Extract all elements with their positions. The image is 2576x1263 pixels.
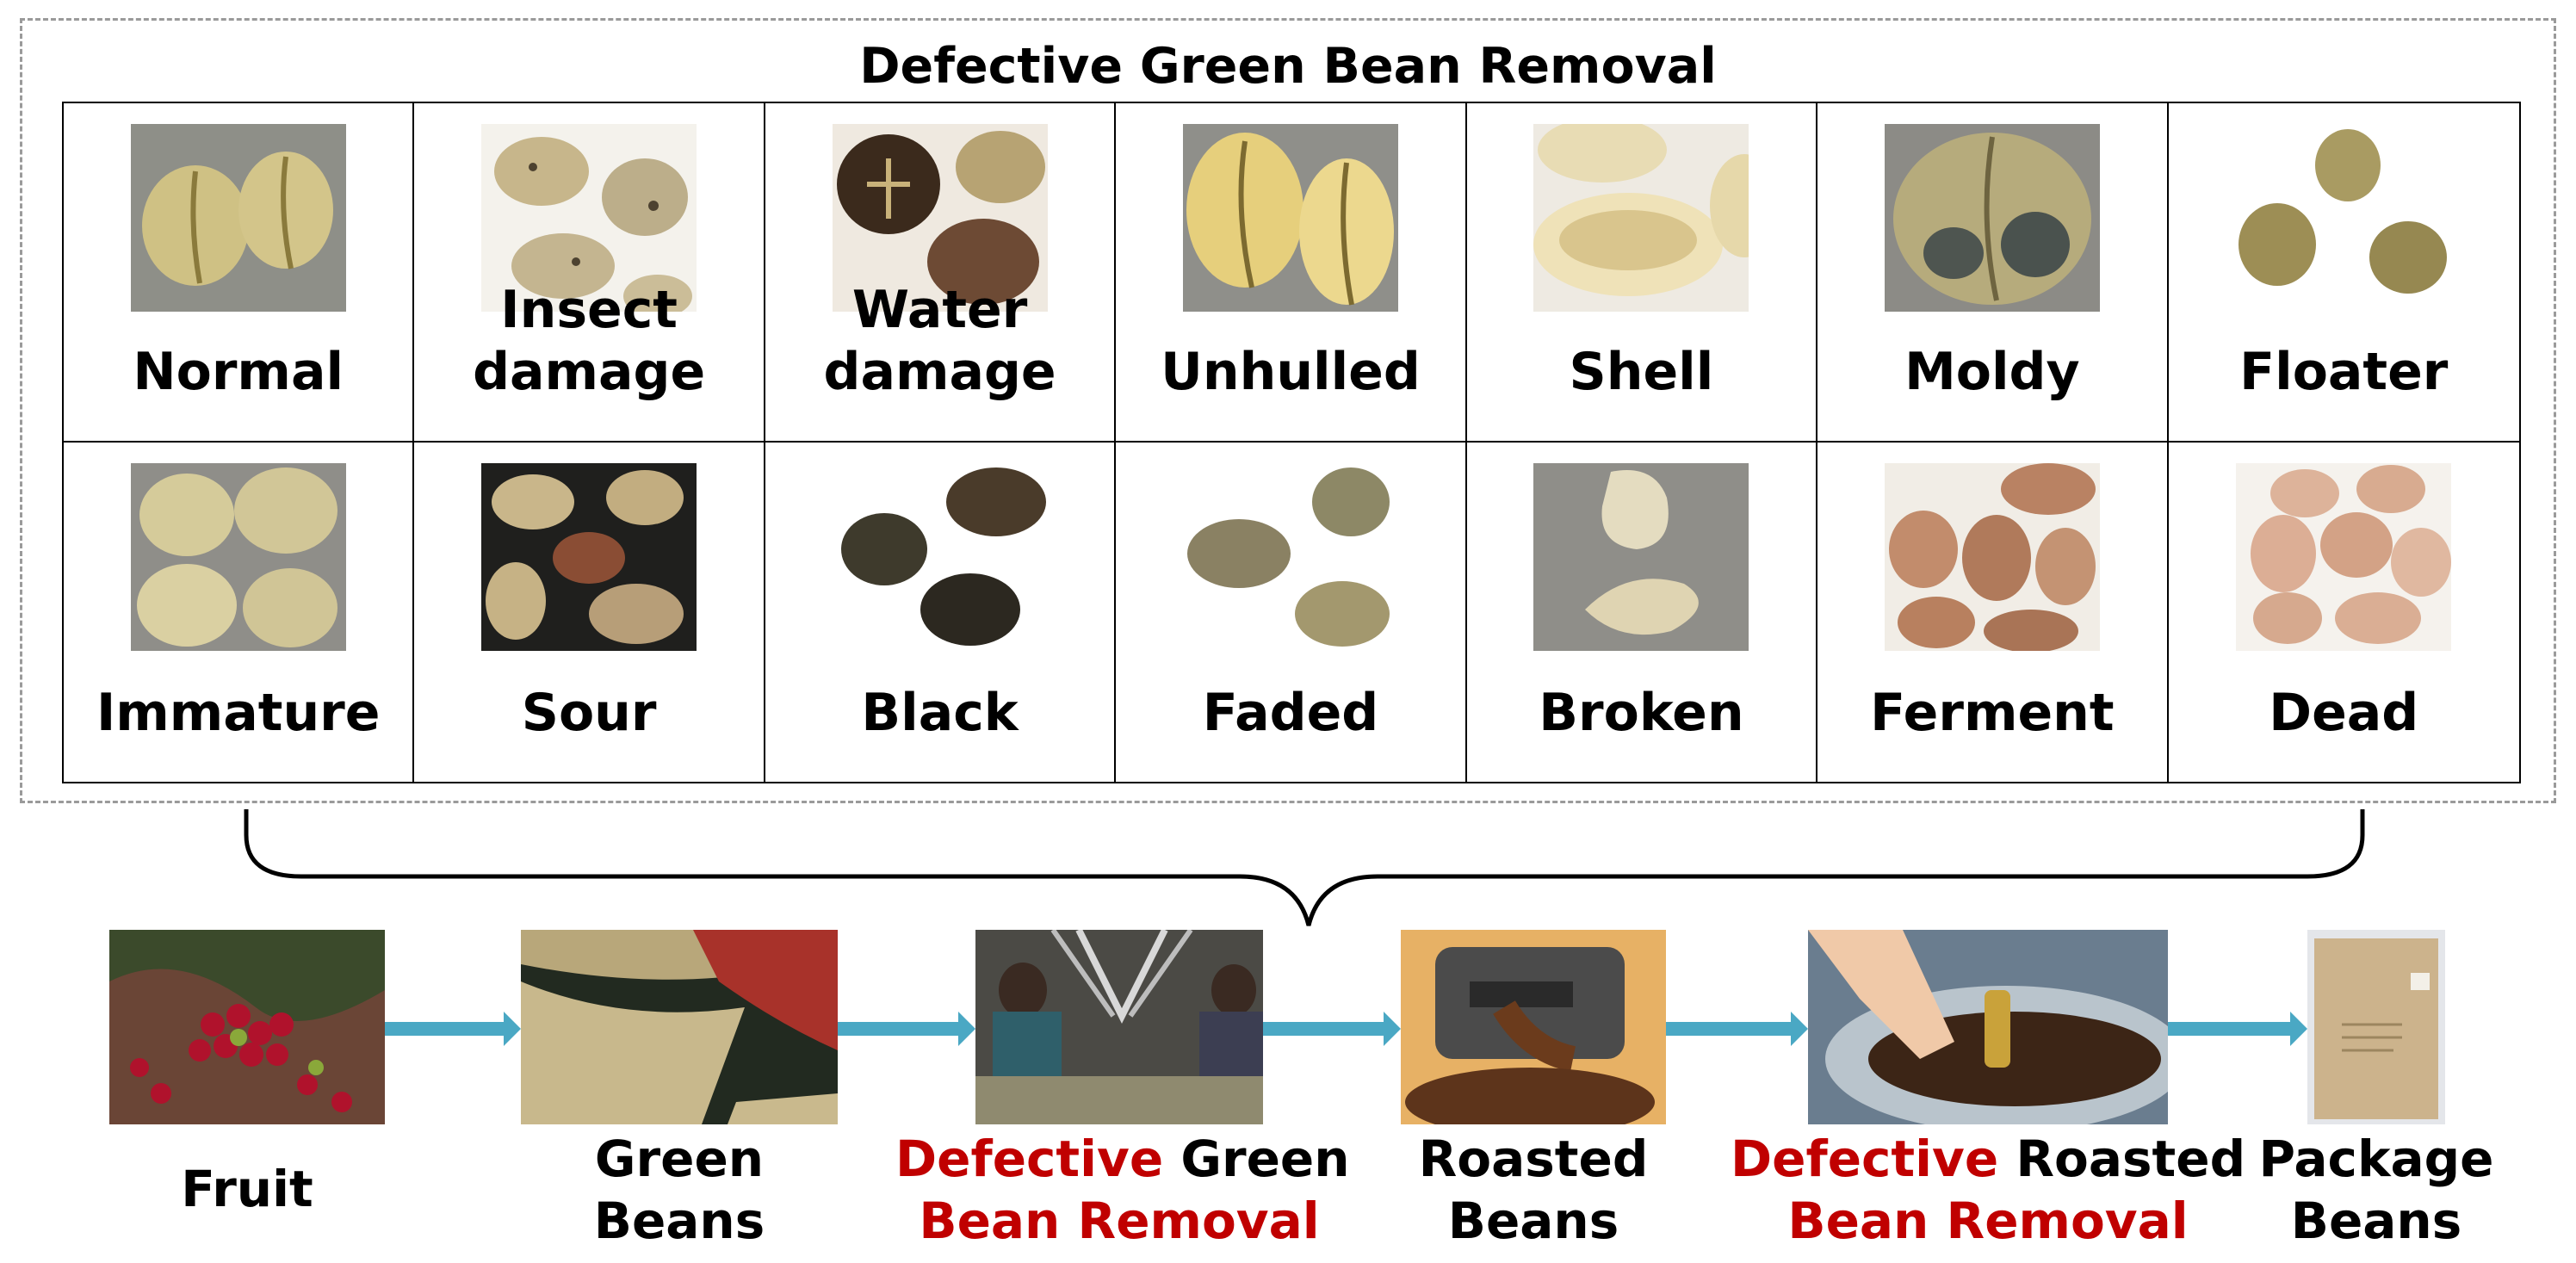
bean-photo-shell <box>1533 124 1749 312</box>
bean-photo-insect-damage <box>481 124 697 312</box>
defect-label: Sour <box>521 683 657 743</box>
defect-cell-immature: Immature <box>64 443 415 782</box>
defect-cell-shell: Shell <box>1466 103 1818 443</box>
defect-cell-dead: Dead <box>2169 443 2519 782</box>
defect-cell-sour: Sour <box>414 443 765 782</box>
bean-photo-unhulled <box>1182 124 1398 312</box>
defect-label: Ferment <box>1870 683 2115 743</box>
label-line: Defective Roasted <box>1731 1128 2245 1190</box>
defect-cell-insect-damage: Insect damage <box>414 103 765 443</box>
defect-label: Moldy <box>1904 342 2080 402</box>
defect-label: Dead <box>2269 683 2419 743</box>
label-line: Roasted <box>1418 1130 1649 1188</box>
label-line: Package <box>2258 1130 2494 1188</box>
label-green-bean-removal: Defective Green Bean Removal <box>895 1128 1350 1252</box>
defect-cell-black: Black <box>765 443 1117 782</box>
curly-brace <box>241 809 2368 930</box>
bean-photo-sour <box>481 463 697 651</box>
defect-grid: Normal Insect damage Water damage Unhu <box>62 102 2521 783</box>
label-roasted-beans: Roasted Beans <box>1401 1128 1666 1252</box>
diagram-title: Defective Green Bean Removal <box>859 38 1717 95</box>
label-line: Beans <box>2290 1192 2462 1250</box>
label-text: Roasted <box>1998 1130 2246 1188</box>
label-fruit-text: Fruit <box>181 1160 313 1218</box>
green-beans-photo <box>521 930 838 1124</box>
defect-frame <box>20 18 2556 803</box>
bean-removal-highlight: Bean Removal <box>1787 1192 2189 1250</box>
label-line: Beans <box>1447 1192 1619 1250</box>
bean-photo-broken <box>1533 463 1749 651</box>
label-line: Beans <box>593 1192 765 1250</box>
label-text: Green <box>1163 1130 1350 1188</box>
defect-cell-moldy: Moldy <box>1817 103 2169 443</box>
defect-cell-floater: Floater <box>2168 103 2519 443</box>
fruit-photo <box>109 930 385 1124</box>
flow-arrow <box>838 1012 975 1046</box>
defect-cell-normal: Normal <box>64 103 415 443</box>
defect-label: Unhulled <box>1161 342 1421 402</box>
defect-label: Black <box>861 683 1019 743</box>
label-roasted-bean-removal: Defective Roasted Bean Removal <box>1731 1128 2245 1252</box>
bean-photo-faded <box>1182 463 1398 651</box>
defect-label: Floater <box>2239 342 2449 402</box>
bean-photo-water-damage <box>832 124 1048 312</box>
bean-photo-immature <box>130 463 346 651</box>
roasted-sorting-photo <box>1808 930 2168 1124</box>
label-line: Defective Green <box>895 1128 1350 1190</box>
flow-arrow <box>2168 1012 2307 1046</box>
package-photo <box>2307 930 2445 1124</box>
defect-cell-ferment: Ferment <box>1817 443 2169 782</box>
bean-photo-moldy <box>1884 124 2100 312</box>
bean-photo-dead <box>2236 463 2452 651</box>
defect-label: Shell <box>1569 342 1714 402</box>
defect-label: Immature <box>96 683 381 743</box>
bean-photo-black <box>832 463 1048 651</box>
flow-arrow <box>1666 1012 1808 1046</box>
flow-arrow <box>385 1012 521 1046</box>
roaster-photo <box>1401 930 1666 1124</box>
defective-highlight: Defective <box>1731 1130 1999 1188</box>
defect-label: Insect damage <box>473 280 706 402</box>
defect-cell-faded: Faded <box>1116 443 1467 782</box>
sorting-workers-photo <box>975 930 1263 1124</box>
label-green-beans: Green Beans <box>521 1128 838 1252</box>
defect-label: Normal <box>133 342 344 402</box>
bean-photo-ferment <box>1884 463 2100 651</box>
bean-photo-normal <box>130 124 346 312</box>
defect-label: Water damage <box>823 280 1056 402</box>
defect-cell-unhulled: Unhulled <box>1116 103 1467 443</box>
defect-label: Broken <box>1539 683 1744 743</box>
bean-removal-highlight: Bean Removal <box>919 1192 1320 1250</box>
label-package-beans: Package Beans <box>2256 1128 2497 1252</box>
defect-label: Faded <box>1202 683 1379 743</box>
label-line: Green <box>594 1130 765 1188</box>
defect-cell-broken: Broken <box>1467 443 1818 782</box>
label-fruit: Fruit <box>109 1158 385 1220</box>
defective-highlight: Defective <box>895 1130 1164 1188</box>
defect-cell-water-damage: Water damage <box>765 103 1117 443</box>
bean-photo-floater <box>2236 124 2452 312</box>
flow-arrow <box>1263 1012 1401 1046</box>
